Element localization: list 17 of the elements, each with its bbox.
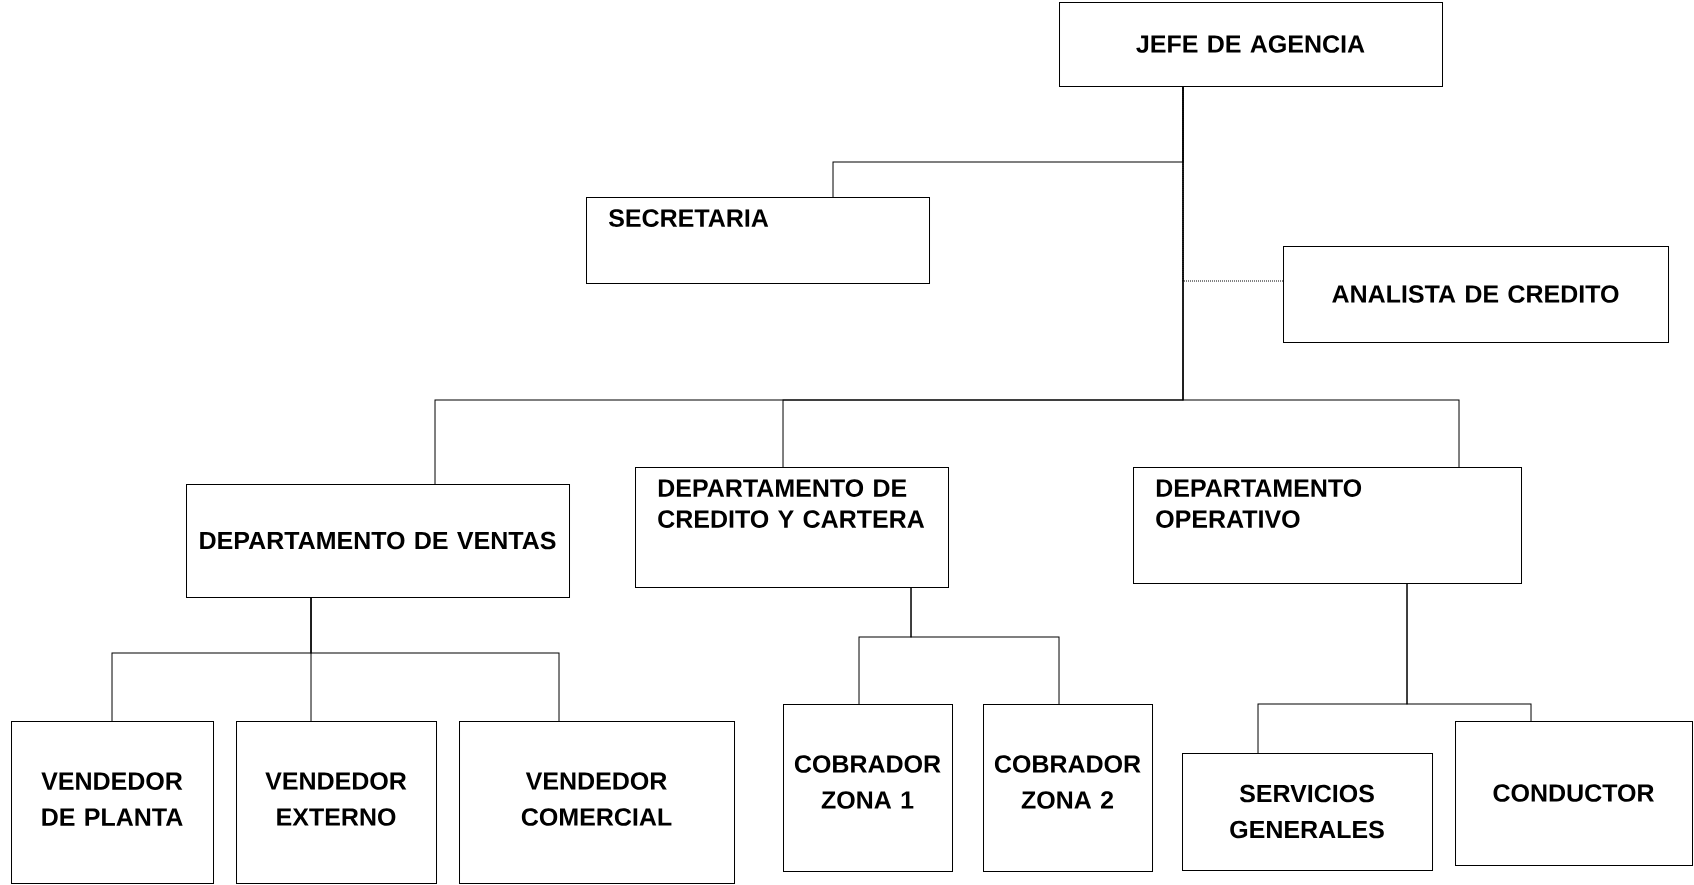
org-box: SECRETARIA xyxy=(586,197,930,284)
connector-line xyxy=(1182,85,1460,468)
org-box: ANALISTA DE CREDITO xyxy=(1283,246,1669,343)
org-box: JEFE DE AGENCIA xyxy=(1059,2,1443,87)
org-box: VENDEDOR COMERCIAL xyxy=(459,721,735,884)
connector-line xyxy=(1406,582,1532,722)
org-box: DEPARTAMENTO DE VENTAS xyxy=(186,484,570,598)
connector-line xyxy=(910,586,1060,705)
org-box: CONDUCTOR xyxy=(1455,721,1693,866)
org-box: DEPARTAMENTO DE CREDITO Y CARTERA xyxy=(635,467,949,588)
org-box: DEPARTAMENTO OPERATIVO xyxy=(1133,467,1522,584)
org-box: VENDEDOR DE PLANTA xyxy=(11,721,214,884)
org-box: COBRADOR ZONA 2 xyxy=(983,704,1153,872)
org-box: COBRADOR ZONA 1 xyxy=(783,704,953,872)
connector-line xyxy=(310,596,560,722)
org-box: VENDEDOR EXTERNO xyxy=(236,721,437,884)
org-box: SERVICIOS GENERALES xyxy=(1182,753,1433,871)
